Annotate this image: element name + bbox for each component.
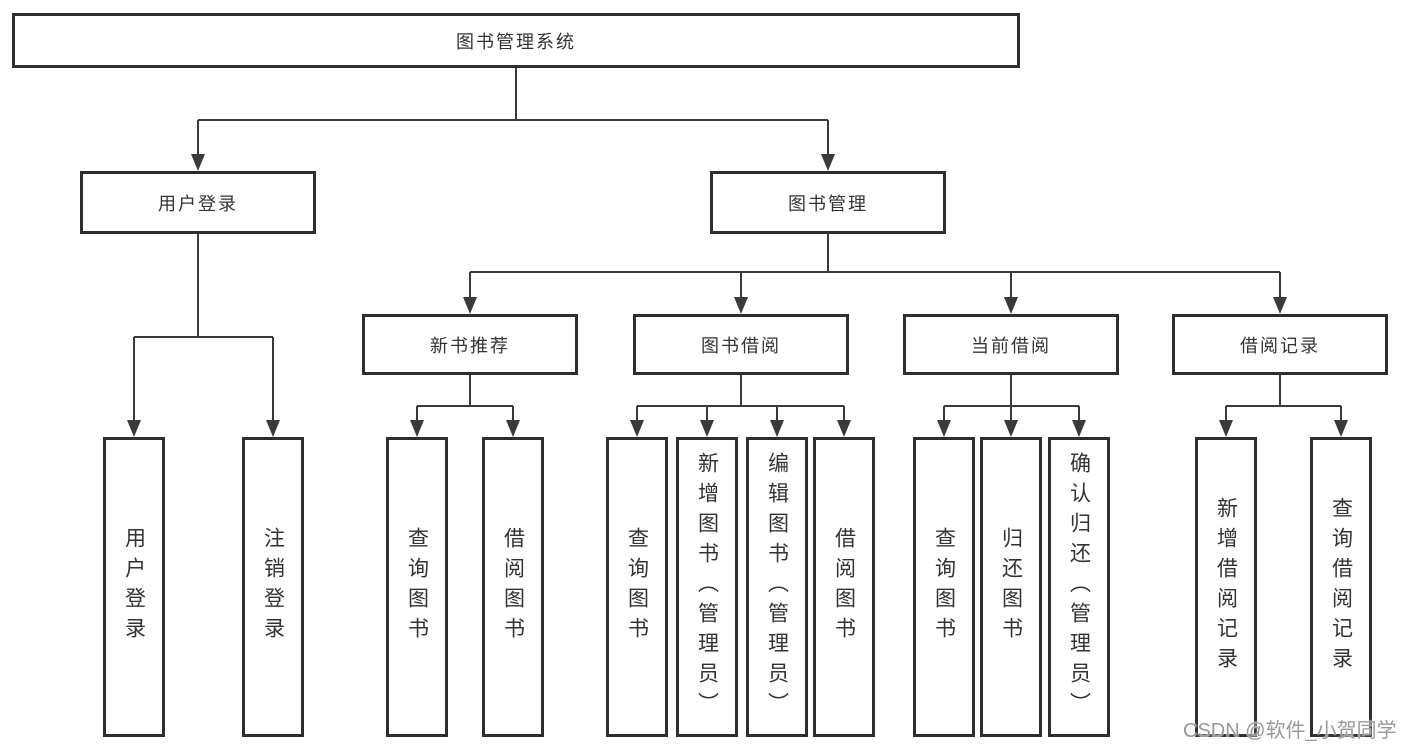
leaf-query-books-borrowing: 查询图书: [606, 437, 668, 737]
arrow-down-icon: [1334, 420, 1348, 437]
node-book-management-label: 图书管理: [788, 193, 868, 214]
leaf-borrow-books-borrowing: 借阅图书: [813, 437, 875, 737]
leaf-borrow-books-borrowing-label: 借阅图书: [832, 527, 856, 647]
leaf-user-login-label: 用户登录: [122, 527, 146, 647]
arrow-down-icon: [630, 420, 644, 437]
arrow-down-icon: [191, 154, 205, 171]
arrow-down-icon: [700, 420, 714, 437]
node-library-management-system: 图书管理系统: [12, 13, 1020, 68]
arrow-down-icon: [821, 154, 835, 171]
leaf-add-borrow-record: 新增借阅记录: [1195, 437, 1257, 737]
node-user-login-label: 用户登录: [158, 193, 238, 214]
leaf-query-books-recommend-label: 查询图书: [405, 527, 429, 647]
arrow-down-icon: [506, 420, 520, 437]
leaf-query-books-recommend: 查询图书: [386, 437, 448, 737]
node-borrowing-records-label: 借阅记录: [1240, 335, 1320, 356]
arrow-down-icon: [127, 420, 141, 437]
leaf-confirm-return-admin: 确认归还（管理员）: [1048, 437, 1110, 737]
node-library-management-system-label: 图书管理系统: [456, 31, 576, 52]
arrow-down-icon: [937, 420, 951, 437]
leaf-borrow-books-recommend: 借阅图书: [482, 437, 544, 737]
arrow-down-icon: [734, 297, 748, 314]
leaf-query-books-current-label: 查询图书: [932, 527, 956, 647]
arrow-down-icon: [266, 420, 280, 437]
leaf-edit-book-admin-label: 编辑图书（管理员）: [765, 452, 789, 722]
node-book-management: 图书管理: [710, 171, 946, 234]
node-borrowing-records: 借阅记录: [1172, 314, 1388, 375]
arrow-down-icon: [1273, 297, 1287, 314]
leaf-edit-book-admin: 编辑图书（管理员）: [746, 437, 808, 737]
node-user-login: 用户登录: [80, 171, 316, 234]
leaf-query-borrow-record: 查询借阅记录: [1310, 437, 1372, 737]
leaf-query-books-current: 查询图书: [913, 437, 975, 737]
node-current-borrowing: 当前借阅: [903, 314, 1119, 375]
arrow-down-icon: [1004, 297, 1018, 314]
csdn-watermark: CSDN @软件_小贺同学: [1183, 720, 1397, 742]
node-book-borrowing-label: 图书借阅: [701, 335, 781, 356]
leaf-confirm-return-admin-label: 确认归还（管理员）: [1067, 452, 1091, 722]
arrow-down-icon: [1219, 420, 1233, 437]
arrow-down-icon: [1072, 420, 1086, 437]
connector-lines: [133, 68, 1342, 422]
arrowheads: [127, 154, 1348, 437]
leaf-add-book-admin: 新增图书（管理员）: [676, 437, 738, 737]
leaf-add-book-admin-label: 新增图书（管理员）: [695, 452, 719, 722]
leaf-return-book-label: 归还图书: [999, 527, 1023, 647]
leaf-return-book: 归还图书: [980, 437, 1042, 737]
leaf-query-books-borrowing-label: 查询图书: [625, 527, 649, 647]
node-current-borrowing-label: 当前借阅: [971, 335, 1051, 356]
arrow-down-icon: [770, 420, 784, 437]
arrow-down-icon: [837, 420, 851, 437]
leaf-logout: 注销登录: [242, 437, 304, 737]
leaf-query-borrow-record-label: 查询借阅记录: [1329, 497, 1353, 677]
node-new-book-recommend: 新书推荐: [362, 314, 578, 375]
arrow-down-icon: [1004, 420, 1018, 437]
leaf-user-login: 用户登录: [103, 437, 165, 737]
leaf-add-borrow-record-label: 新增借阅记录: [1214, 497, 1238, 677]
node-new-book-recommend-label: 新书推荐: [430, 335, 510, 356]
leaf-borrow-books-recommend-label: 借阅图书: [501, 527, 525, 647]
leaf-logout-label: 注销登录: [261, 527, 285, 647]
arrow-down-icon: [410, 420, 424, 437]
arrow-down-icon: [463, 297, 477, 314]
node-book-borrowing: 图书借阅: [633, 314, 849, 375]
